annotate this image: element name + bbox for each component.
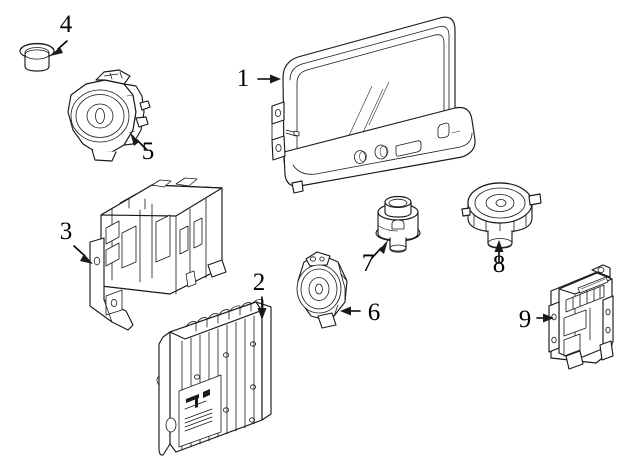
callout-number-4: 4 [60, 11, 73, 38]
callout-number-2: 2 [253, 269, 266, 296]
leader-2 [257, 296, 267, 320]
leader-5 [130, 132, 148, 151]
callout-number-3: 3 [60, 218, 73, 245]
leader-8 [494, 240, 504, 263]
leader-9 [536, 313, 554, 323]
callout-number-8: 8 [493, 251, 506, 278]
part-grommet[interactable] [19, 42, 55, 72]
part-bracket-housing[interactable] [89, 177, 227, 331]
leader-7 [371, 240, 388, 259]
callout-number-5: 5 [142, 138, 155, 165]
leader-6 [340, 306, 361, 316]
leader-3 [73, 245, 93, 264]
callout-number-7: 7 [362, 250, 375, 277]
part-tweeter[interactable] [375, 195, 421, 253]
callout-number-1: 1 [237, 65, 250, 92]
part-round-speaker[interactable] [461, 182, 542, 249]
leader-1 [257, 74, 281, 84]
part-amplifier[interactable] [156, 299, 272, 456]
part-control-module[interactable] [548, 264, 614, 370]
part-oval-speaker[interactable] [67, 69, 151, 162]
callout-number-6: 6 [368, 299, 381, 326]
leader-4 [50, 40, 68, 56]
part-door-speaker[interactable] [296, 251, 348, 329]
callout-number-9: 9 [519, 306, 532, 333]
part-display-screen[interactable] [271, 16, 476, 194]
